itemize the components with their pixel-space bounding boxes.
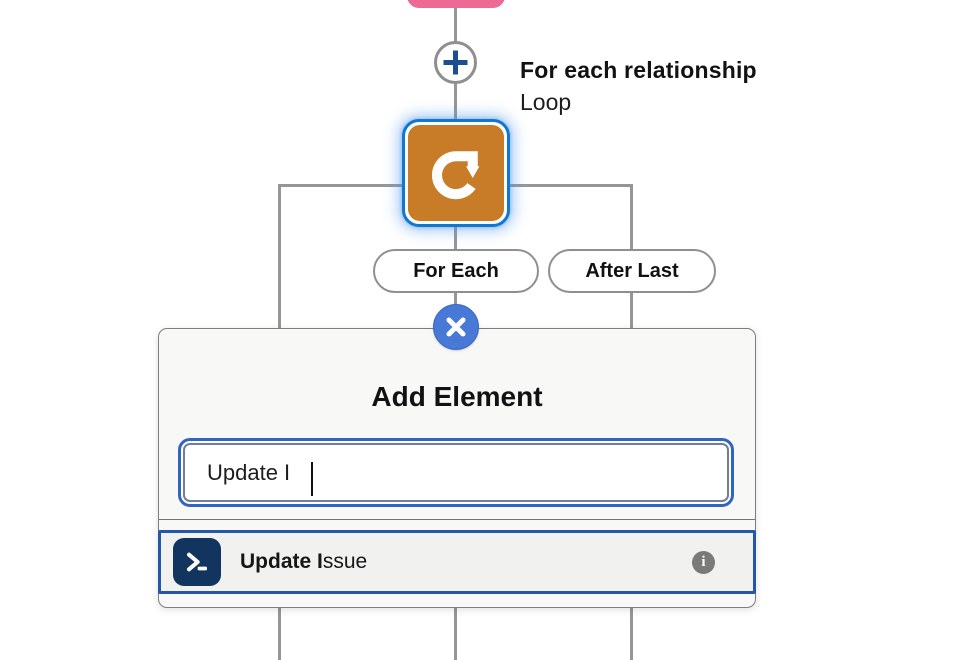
- popup-title: Add Element: [371, 381, 543, 412]
- info-icon[interactable]: i: [692, 550, 715, 574]
- loop-node-face: [408, 125, 504, 221]
- result-label: Update Issue: [240, 550, 367, 574]
- connector-left-rail-bottom: [278, 607, 281, 660]
- connector-center-bottom: [454, 607, 457, 660]
- search-result-row-update-issue[interactable]: Update Issue i: [158, 530, 756, 594]
- element-search-field-focus-ring: [178, 438, 734, 507]
- result-label-rest: ssue: [322, 550, 368, 573]
- loop-node-title: For each relationship: [520, 57, 757, 83]
- results-divider: [159, 519, 755, 520]
- loop-node-label: For each relationship Loop: [520, 57, 757, 116]
- branch-pill-label: After Last: [585, 259, 679, 282]
- loop-node[interactable]: [402, 119, 510, 227]
- close-popup-button[interactable]: [433, 304, 479, 350]
- connector-left-rail: [278, 184, 281, 330]
- branch-pill-for-each[interactable]: For Each: [373, 249, 539, 293]
- add-element-popup: Add Element Update Issue i: [158, 328, 756, 608]
- add-element-button[interactable]: [434, 41, 477, 84]
- loop-node-type: Loop: [520, 89, 572, 115]
- text-cursor: [311, 462, 313, 496]
- result-label-match: Update I: [240, 550, 323, 573]
- apex-terminal-icon: [173, 538, 221, 586]
- loop-icon: [427, 144, 485, 202]
- connector-right-rail-bottom: [630, 607, 633, 660]
- element-search-field: [183, 443, 729, 502]
- previous-element-node[interactable]: [407, 0, 505, 8]
- plus-icon: [442, 49, 469, 76]
- close-x-icon: [445, 316, 467, 338]
- element-search-input[interactable]: [185, 445, 727, 500]
- branch-pill-after-last[interactable]: After Last: [548, 249, 716, 293]
- branch-pill-label: For Each: [413, 259, 499, 282]
